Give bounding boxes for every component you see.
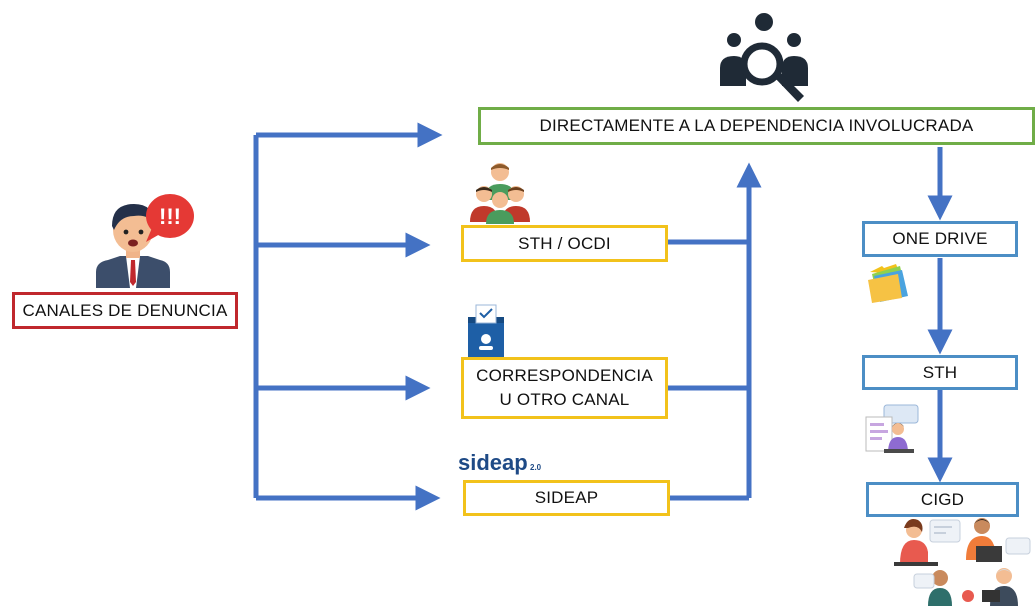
sideap-version-text: 2.0 — [530, 463, 542, 472]
correspondencia-label-line1: CORRESPONDENCIA — [476, 366, 653, 385]
cigd-box: CIGD — [866, 482, 1019, 517]
ballot-box-icon — [468, 304, 504, 357]
sideap-logo: sideap 2.0 — [458, 450, 542, 475]
sideap-box: SIDEAP — [463, 480, 670, 516]
meeting-icon — [894, 518, 1031, 606]
sth-box: STH — [862, 355, 1018, 390]
correspondencia-box: CORRESPONDENCIA U OTRO CANAL — [461, 357, 668, 419]
alert-text: !!! — [159, 204, 181, 229]
directamente-box: DIRECTAMENTE A LA DEPENDENCIA INVOLUCRAD… — [478, 107, 1035, 145]
one-drive-box: ONE DRIVE — [862, 221, 1018, 257]
sideap-logo-text: sideap — [458, 450, 528, 475]
canales-label: CANALES DE DENUNCIA — [22, 300, 228, 320]
people-search-icon — [720, 13, 808, 102]
sth-ocdi-label: STH / OCDI — [518, 233, 611, 253]
reviewer-icon — [865, 404, 919, 453]
complainant-icon: !!! — [96, 194, 194, 288]
folder-icon — [868, 264, 908, 303]
canales-de-denuncia-box: CANALES DE DENUNCIA — [12, 292, 238, 329]
directamente-label: DIRECTAMENTE A LA DEPENDENCIA INVOLUCRAD… — [539, 116, 974, 135]
sth-label: STH — [922, 362, 958, 382]
sideap-label: SIDEAP — [534, 488, 599, 507]
cigd-label: CIGD — [920, 489, 965, 509]
sth-ocdi-box: STH / OCDI — [461, 225, 668, 262]
one-drive-label: ONE DRIVE — [892, 229, 988, 248]
team-icon — [470, 163, 530, 224]
correspondencia-label-line2: U OTRO CANAL — [499, 390, 630, 409]
